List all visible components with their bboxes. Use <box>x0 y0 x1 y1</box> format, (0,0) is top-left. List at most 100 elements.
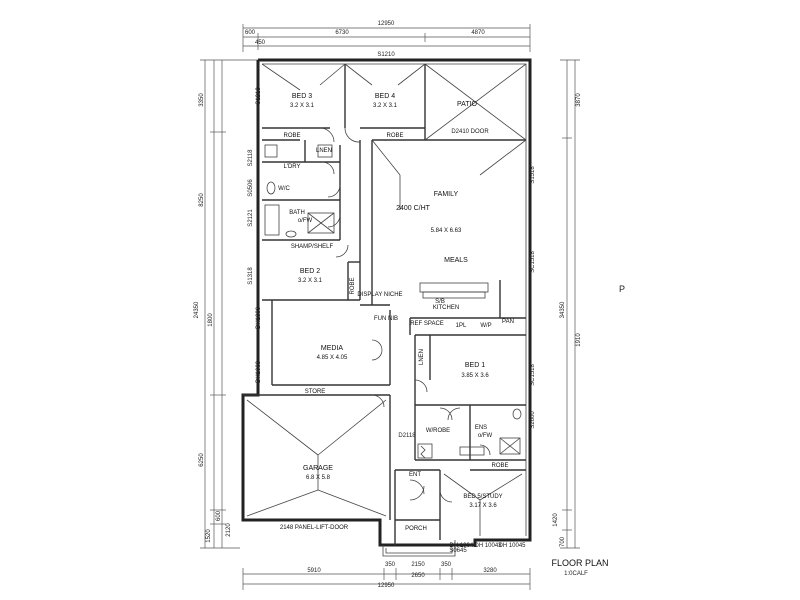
ens-name: ENS <box>475 425 487 431</box>
bath-note: o/FW <box>298 218 313 224</box>
dim-top-total: 12950 <box>378 21 395 27</box>
window-s2118: S2118 <box>248 149 254 167</box>
dimension-lines <box>200 24 580 590</box>
bed2-size: 3.2 X 3.1 <box>298 278 323 284</box>
room-labels: BED 3 3.2 X 3.1 BED 4 3.2 X 3.1 PATIO RO… <box>278 93 514 532</box>
porch-label: PORCH <box>405 526 427 532</box>
dim-bottom-d: 350 <box>441 562 452 568</box>
interior-walls <box>243 64 526 545</box>
door-d2118: D2118 <box>398 433 416 439</box>
dim-bottom-a: 5910 <box>307 568 321 574</box>
ref-space-label: REF SPACE <box>410 321 444 327</box>
window-s2600: S2600 <box>530 411 536 429</box>
ens-note: o/FW <box>478 433 493 439</box>
window-dh-c: DH 10045 <box>498 543 526 549</box>
ceiling-height: 2400 C/HT <box>396 205 431 212</box>
bath-name: BATH <box>289 210 305 216</box>
display-niche-label: DISPLAY NICHE <box>357 292 402 298</box>
window-s1218: S1218 <box>256 87 262 105</box>
kitchen-label: KITCHEN <box>433 305 459 311</box>
store-label: STORE <box>305 389 326 395</box>
bed5-size: 3.17 X 3.6 <box>469 503 497 509</box>
robe-bed2-label: ROBE <box>350 277 356 294</box>
door-swings <box>319 127 491 503</box>
title-block: FLOOR PLAN 1:0CALF P <box>551 284 625 577</box>
dim-right-d: 1420 <box>553 513 559 527</box>
bed3-size: 3.2 X 3.1 <box>290 103 315 109</box>
bed4-size: 3.2 X 3.1 <box>373 103 398 109</box>
dim-right-b: 34350 <box>560 301 566 318</box>
window-s1518: S1518 <box>530 166 536 184</box>
floor-plan-title: FLOOR PLAN <box>551 558 608 568</box>
dim-top-c: 600 <box>245 30 256 36</box>
media-size: 4.85 X 4.05 <box>317 355 348 361</box>
window-sc1518-bed1: SC1518 <box>530 363 536 385</box>
window-s1318: S1318 <box>248 267 254 285</box>
window-dh-b: DH 10043 <box>474 543 502 549</box>
pantry-label: PAN <box>502 319 514 325</box>
bed5-name: BED 5/STUDY <box>463 494 502 500</box>
lnen-mid-label: LNEN <box>419 349 425 365</box>
family-name: FAMILY <box>434 191 459 198</box>
patio-name: PATIO <box>457 101 478 108</box>
window-dh-a: DH 10045 <box>449 543 477 549</box>
dim-top-e: S1210 <box>377 52 395 58</box>
dim-bottom-e: 3280 <box>483 568 497 574</box>
dim-left-a: 3350 <box>199 93 205 107</box>
meals-label: MEALS <box>444 257 468 264</box>
bed1-name: BED 1 <box>465 362 485 369</box>
dim-left-e: 6250 <box>199 453 205 467</box>
dim-bottom-total: 12950 <box>378 583 395 589</box>
bed2-name: BED 2 <box>300 268 320 275</box>
shamp-shelf-label: SHAMP/SHELF <box>291 244 334 250</box>
dim-top-a: 6730 <box>335 30 349 36</box>
1pl-label: 1PL <box>456 323 467 329</box>
dim-left-b: 8250 <box>199 193 205 207</box>
bed1-size: 3.85 X 3.6 <box>461 373 489 379</box>
panel-lift-door-label: 2148 PANEL-LIFT-DOOR <box>280 525 349 531</box>
wc-label: W/C <box>278 186 290 192</box>
robe-top-2: ROBE <box>386 133 403 139</box>
dim-left-h: 1520 <box>206 529 212 543</box>
walk-in-robe-label: W/ROBE <box>426 428 450 434</box>
window-dh1806: DH1806 <box>256 306 262 329</box>
wp-label: W/P <box>480 323 491 329</box>
floor-plan-scale: 1:0CALF <box>564 571 588 577</box>
dim-right-e: 700 <box>560 536 566 547</box>
fun-nib-label: FUN NIB <box>374 316 398 322</box>
garage-size: 6.8 X 5.8 <box>306 475 331 481</box>
hip-roof-lines <box>246 63 527 536</box>
bed4-name: BED 4 <box>375 93 395 100</box>
dimension-labels: 12950 6730 4870 600 450 S1210 5910 350 2… <box>194 21 582 589</box>
dim-left-g: 600 <box>216 510 222 521</box>
bed3-name: BED 3 <box>292 93 312 100</box>
window-dh1008: DH1008 <box>256 360 262 383</box>
dim-bottom-f: 2650 <box>411 573 425 579</box>
dim-right-c: 1910 <box>576 333 582 347</box>
dim-right-a: 3870 <box>576 93 582 107</box>
media-name: MEDIA <box>321 345 344 352</box>
dim-left-d: 1800 <box>208 313 214 327</box>
marker-p: P <box>619 284 625 294</box>
dim-bottom-b: 350 <box>385 562 396 568</box>
fixtures <box>264 144 522 459</box>
dim-left-f: 2120 <box>226 523 232 537</box>
dim-bottom-c: 2150 <box>411 562 425 568</box>
dim-top-d: 450 <box>255 40 266 46</box>
window-s0645: S0645 <box>449 548 467 554</box>
window-sc1518: SC1518 <box>530 250 536 272</box>
robe-top-1: ROBE <box>283 133 300 139</box>
garage-name: GARAGE <box>303 465 333 472</box>
entry-label: ENT <box>409 472 421 478</box>
robe-bed1-label: ROBE <box>491 463 508 469</box>
window-d2410: D2410 DOOR <box>451 129 489 135</box>
sink-label: S/B <box>435 299 445 305</box>
laundry-label: L'DRY <box>283 164 300 170</box>
window-s0506: S0506 <box>248 179 254 197</box>
family-size: 5.84 X 6.63 <box>431 228 462 234</box>
dim-top-b: 4870 <box>471 30 485 36</box>
lnen-top-label: LNEN <box>316 148 332 154</box>
dim-left-c: 24350 <box>194 301 200 318</box>
window-s2121: S2121 <box>248 209 254 227</box>
